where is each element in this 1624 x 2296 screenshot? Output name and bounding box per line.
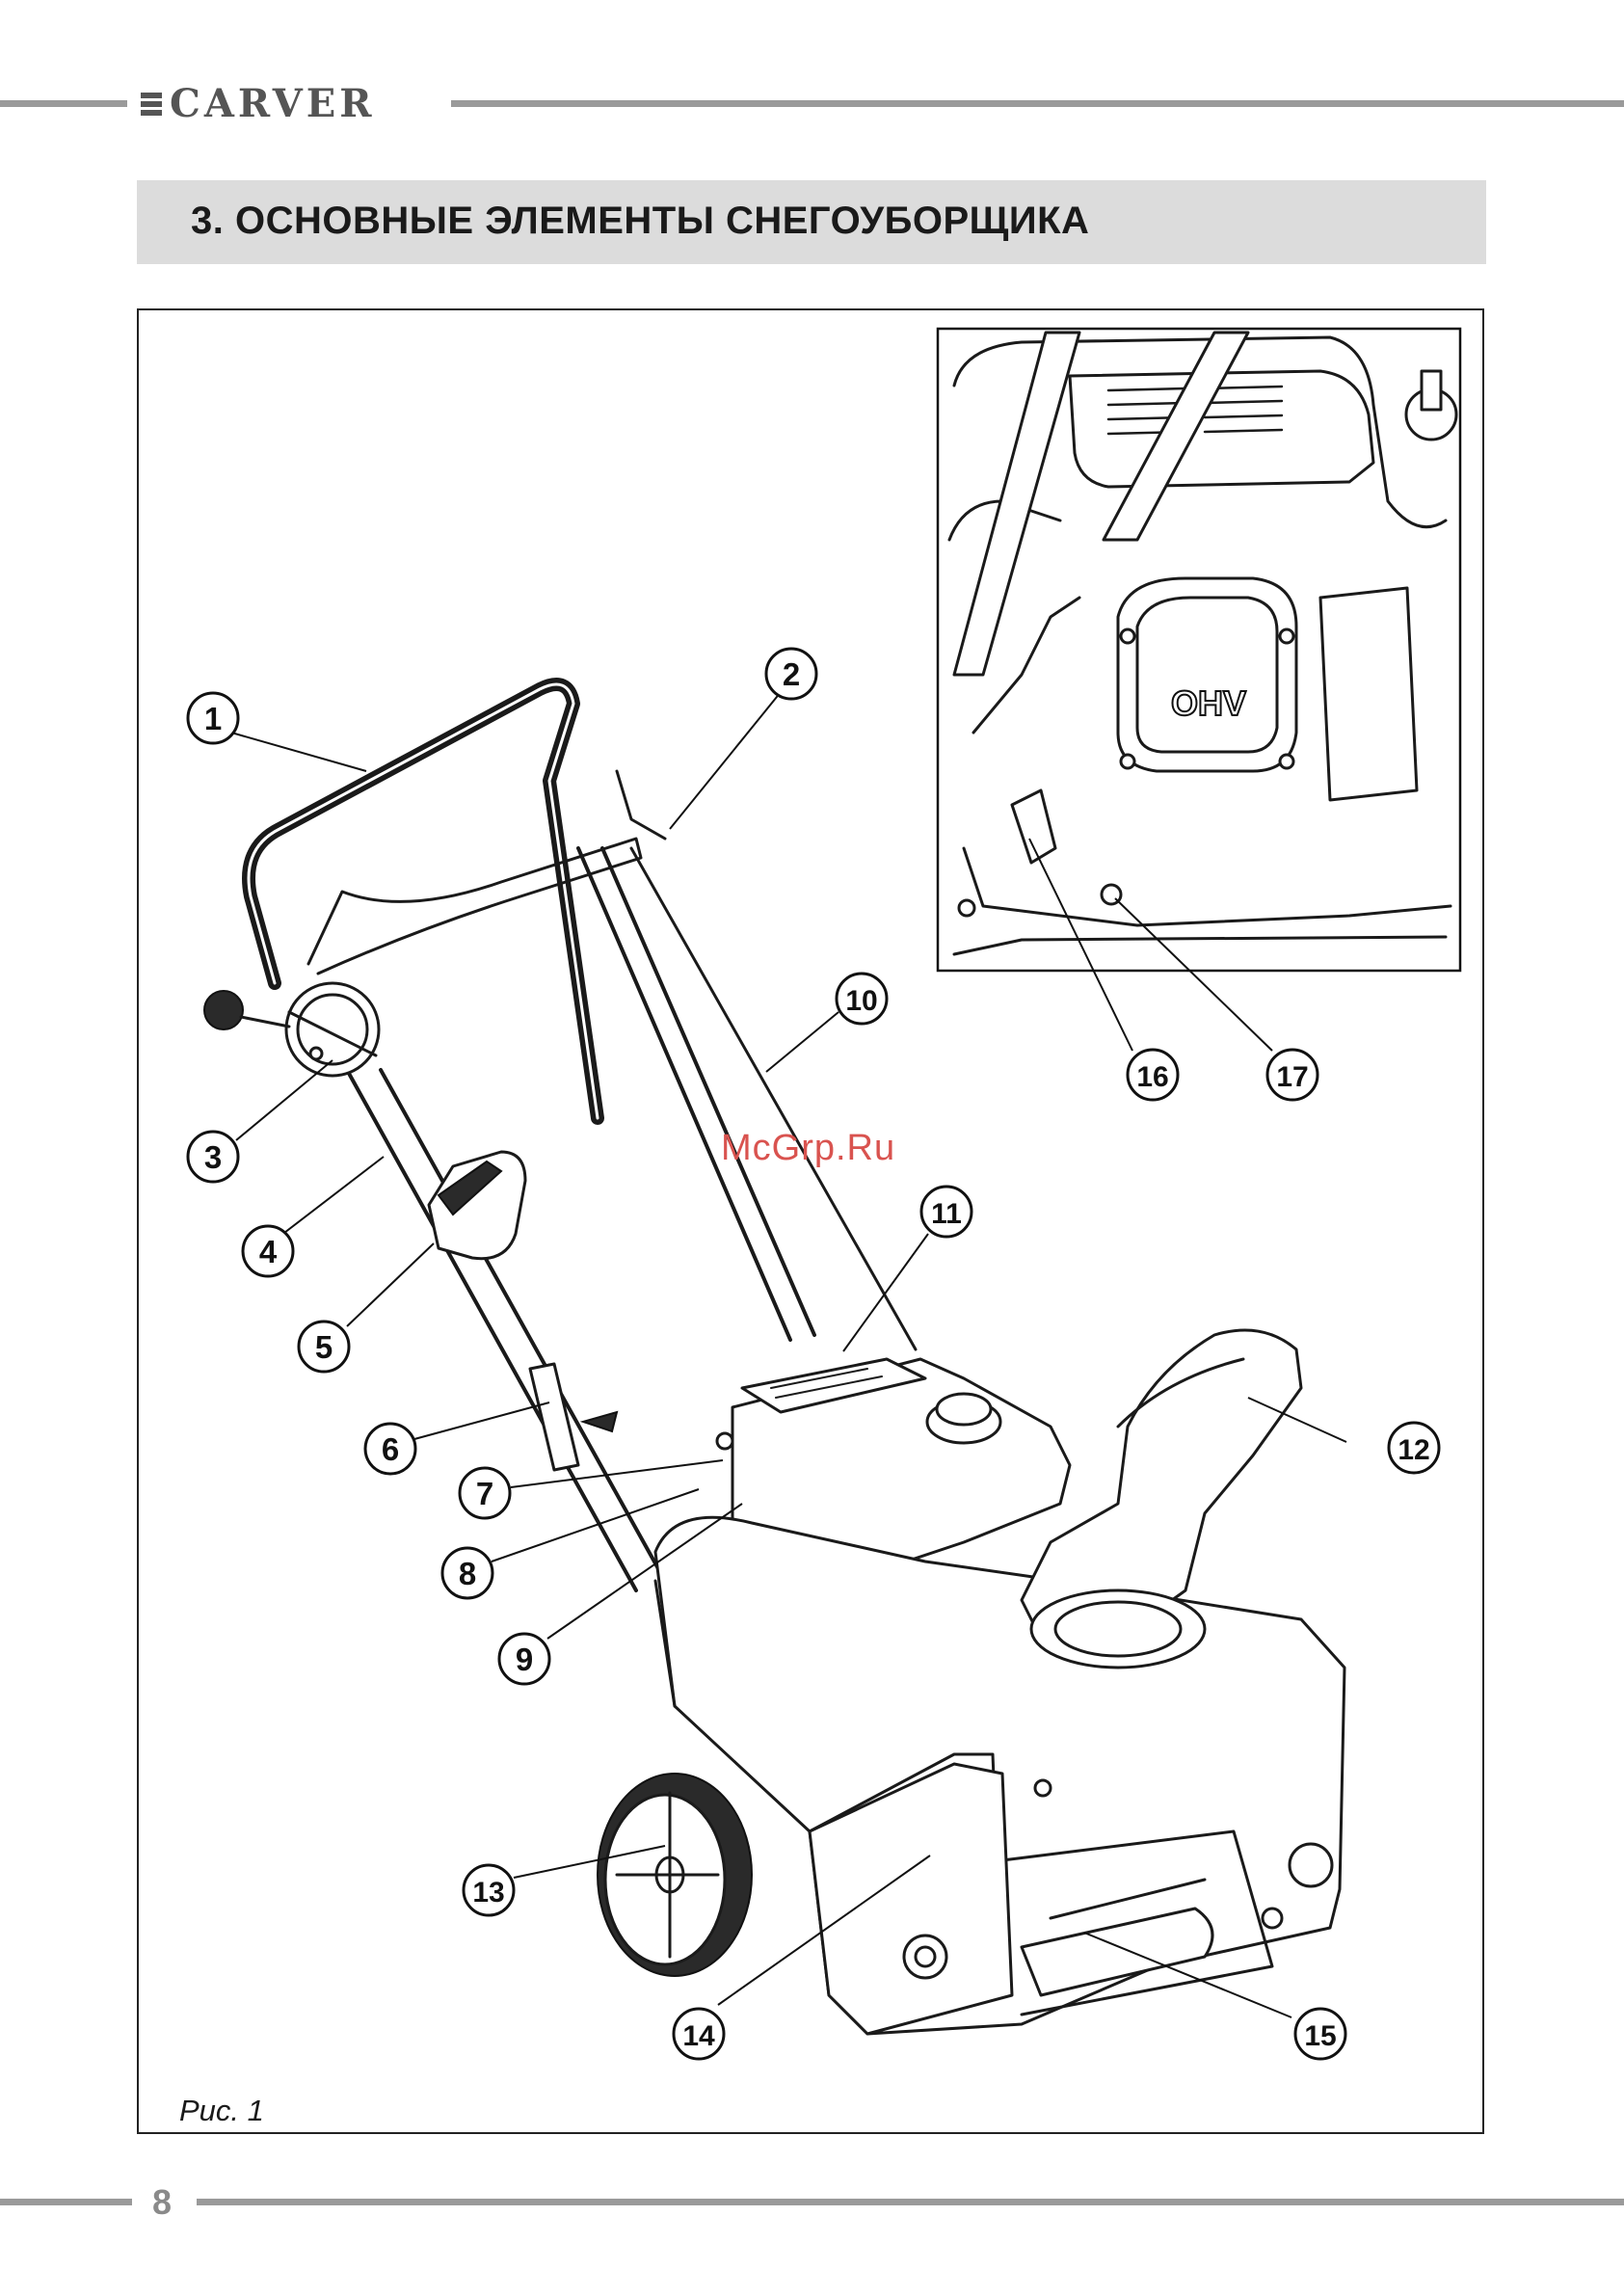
callout-15: 15 <box>1295 2009 1345 2059</box>
svg-text:13: 13 <box>472 1877 504 1909</box>
svg-text:15: 15 <box>1304 2020 1336 2052</box>
figure-caption: Рис. 1 <box>179 2094 264 2128</box>
svg-text:16: 16 <box>1136 1061 1168 1093</box>
callout-8: 8 <box>442 1548 493 1598</box>
callout-1: 1 <box>188 693 238 743</box>
callout-10: 10 <box>837 974 887 1024</box>
engine-inset: OHV <box>938 329 1460 971</box>
svg-text:6: 6 <box>382 1431 399 1467</box>
svg-text:14: 14 <box>682 2020 715 2052</box>
footer-rule-right <box>197 2199 1624 2205</box>
engine-ohv-label: OHV <box>1171 683 1246 723</box>
svg-text:2: 2 <box>783 656 800 692</box>
svg-text:12: 12 <box>1398 1434 1429 1466</box>
callout-12: 12 <box>1389 1423 1439 1473</box>
svg-text:9: 9 <box>516 1642 533 1677</box>
callout-2: 2 <box>766 649 816 699</box>
callout-14: 14 <box>674 2009 724 2059</box>
watermark: McGrp.Ru <box>721 1128 895 1169</box>
callout-3: 3 <box>188 1132 238 1182</box>
svg-text:11: 11 <box>931 1198 962 1230</box>
svg-text:1: 1 <box>204 701 222 736</box>
svg-text:5: 5 <box>315 1329 333 1365</box>
svg-text:10: 10 <box>845 985 877 1017</box>
svg-text:4: 4 <box>259 1234 278 1269</box>
callout-7: 7 <box>460 1468 510 1518</box>
callout-17: 17 <box>1267 1050 1318 1100</box>
svg-text:3: 3 <box>204 1139 222 1175</box>
callout-13: 13 <box>464 1865 514 1915</box>
svg-text:17: 17 <box>1276 1061 1308 1093</box>
svg-text:7: 7 <box>476 1476 493 1511</box>
page-number: 8 <box>152 2182 172 2223</box>
callout-5: 5 <box>299 1322 349 1372</box>
callout-4: 4 <box>243 1226 293 1276</box>
svg-text:8: 8 <box>459 1556 476 1591</box>
footer-rule-left <box>0 2199 132 2205</box>
callout-11: 11 <box>921 1187 972 1237</box>
callout-9: 9 <box>499 1634 549 1684</box>
callout-6: 6 <box>365 1424 415 1474</box>
callout-16: 16 <box>1128 1050 1178 1100</box>
